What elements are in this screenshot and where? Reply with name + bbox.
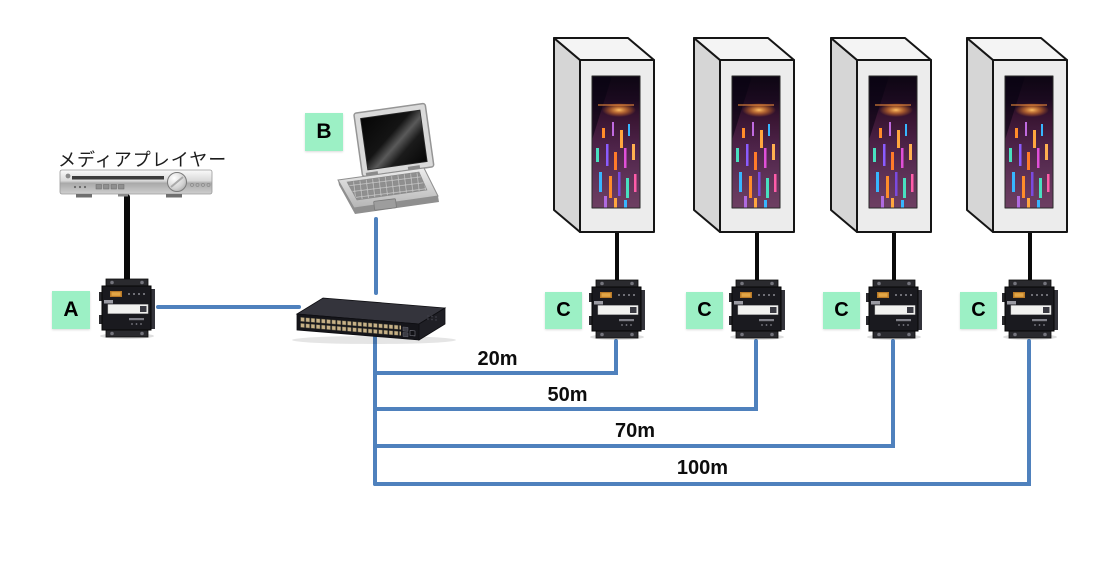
distance-label-20m: 20m <box>477 348 518 370</box>
cable-branch-50m <box>373 339 758 411</box>
signage-kiosk-3 <box>830 37 932 233</box>
receiver-device-c1 <box>588 279 646 341</box>
cable-branch-100m <box>373 339 1031 486</box>
label-c3-receiver: C <box>823 292 860 329</box>
media-player-title: メディアプレイヤー <box>58 150 228 170</box>
distance-label-50m: 50m <box>547 384 588 406</box>
label-c1-receiver: C <box>545 292 582 329</box>
receiver-device-c2 <box>728 279 786 341</box>
laptop-illustration <box>337 102 439 214</box>
network-cables <box>156 217 1031 486</box>
media-player-illustration <box>59 169 213 198</box>
signage-kiosk-1 <box>553 37 655 233</box>
cable-branch-70m <box>373 339 895 448</box>
signage-kiosk-2 <box>693 37 795 233</box>
cable-branch-20m <box>373 339 618 375</box>
av-cables <box>124 194 1032 287</box>
label-c4-receiver: C <box>960 292 997 329</box>
network-switch-illustration <box>292 297 456 344</box>
label-b-controller: B <box>305 113 343 151</box>
signage-kiosk-4 <box>966 37 1068 233</box>
receiver-device-c4 <box>1001 279 1059 341</box>
encoder-device-a <box>98 278 156 340</box>
label-c2-receiver: C <box>686 292 723 329</box>
label-a-encoder: A <box>52 291 90 329</box>
distance-label-70m: 70m <box>614 420 656 442</box>
receiver-device-c3 <box>865 279 923 341</box>
distance-label-100m: 100m <box>676 457 729 479</box>
